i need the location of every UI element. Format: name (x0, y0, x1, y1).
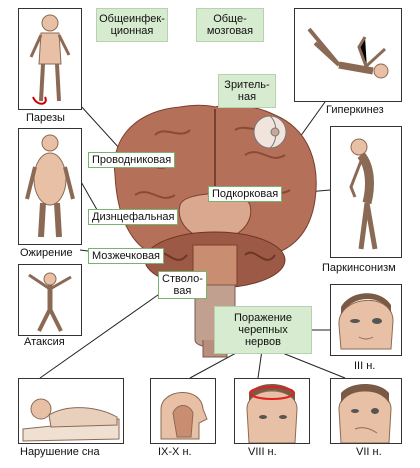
panel-obesity-image (18, 128, 82, 245)
general-cerebral-label: Обще- мозговая (206, 13, 254, 37)
panel-nerve-8-image (234, 378, 310, 444)
tag-subcortical: Подкорковая (208, 186, 283, 202)
subcortical-label: Подкорковая (212, 188, 279, 200)
tag-cerebellar: Мозжечковая (88, 248, 165, 264)
tag-diencephalic: Дизнцефальная (88, 209, 179, 225)
tag-brainstem: Стволо- вая (158, 271, 207, 299)
conductive-label: Проводниковая (92, 154, 172, 166)
panel-paresis-image (18, 8, 82, 110)
paresis-label: Парезы (26, 112, 65, 124)
nerve-3-label: III н. (354, 360, 376, 372)
panel-nerve-3-image (330, 284, 402, 356)
ataxia-label: Атаксия (24, 336, 65, 348)
visual-label: Зритель- ная (224, 79, 270, 103)
nerve-8-label: VIII н. (248, 446, 277, 458)
panel-ataxia-image (18, 264, 82, 336)
cranial-nerves-label: Поражение черепных нервов (233, 312, 293, 348)
panel-nerve-9-10-image (150, 378, 216, 444)
panel-nerve-7-image (330, 378, 402, 444)
brainstem-label: Стволо- вая (162, 273, 203, 297)
sleep-label: Нарушение сна (20, 446, 100, 458)
general-infectious-label: Общеинфек- ционная (99, 13, 165, 37)
nerve-9-10-label: IX-X н. (158, 446, 192, 458)
category-general-cerebral: Обще- мозговая (196, 8, 264, 42)
panel-parkinsonism-image (330, 126, 402, 258)
eye-icon (253, 115, 287, 149)
category-general-infectious: Общеинфек- ционная (96, 8, 168, 42)
category-visual: Зритель- ная (218, 74, 276, 108)
obesity-label: Ожирение (20, 247, 73, 259)
hyperkinesis-label: Гиперкинез (326, 104, 384, 116)
diencephalic-label: Дизнцефальная (92, 211, 175, 223)
panel-hyperkinesis-image (294, 8, 402, 102)
cerebellar-label: Мозжечковая (92, 250, 161, 262)
parkinsonism-label: Паркинсонизм (322, 262, 396, 274)
category-cranial-nerves: Поражение черепных нервов (214, 306, 312, 354)
panel-sleep-image (18, 378, 124, 444)
nerve-7-label: VII н. (356, 446, 382, 458)
tag-conductive: Проводниковая (88, 152, 176, 168)
